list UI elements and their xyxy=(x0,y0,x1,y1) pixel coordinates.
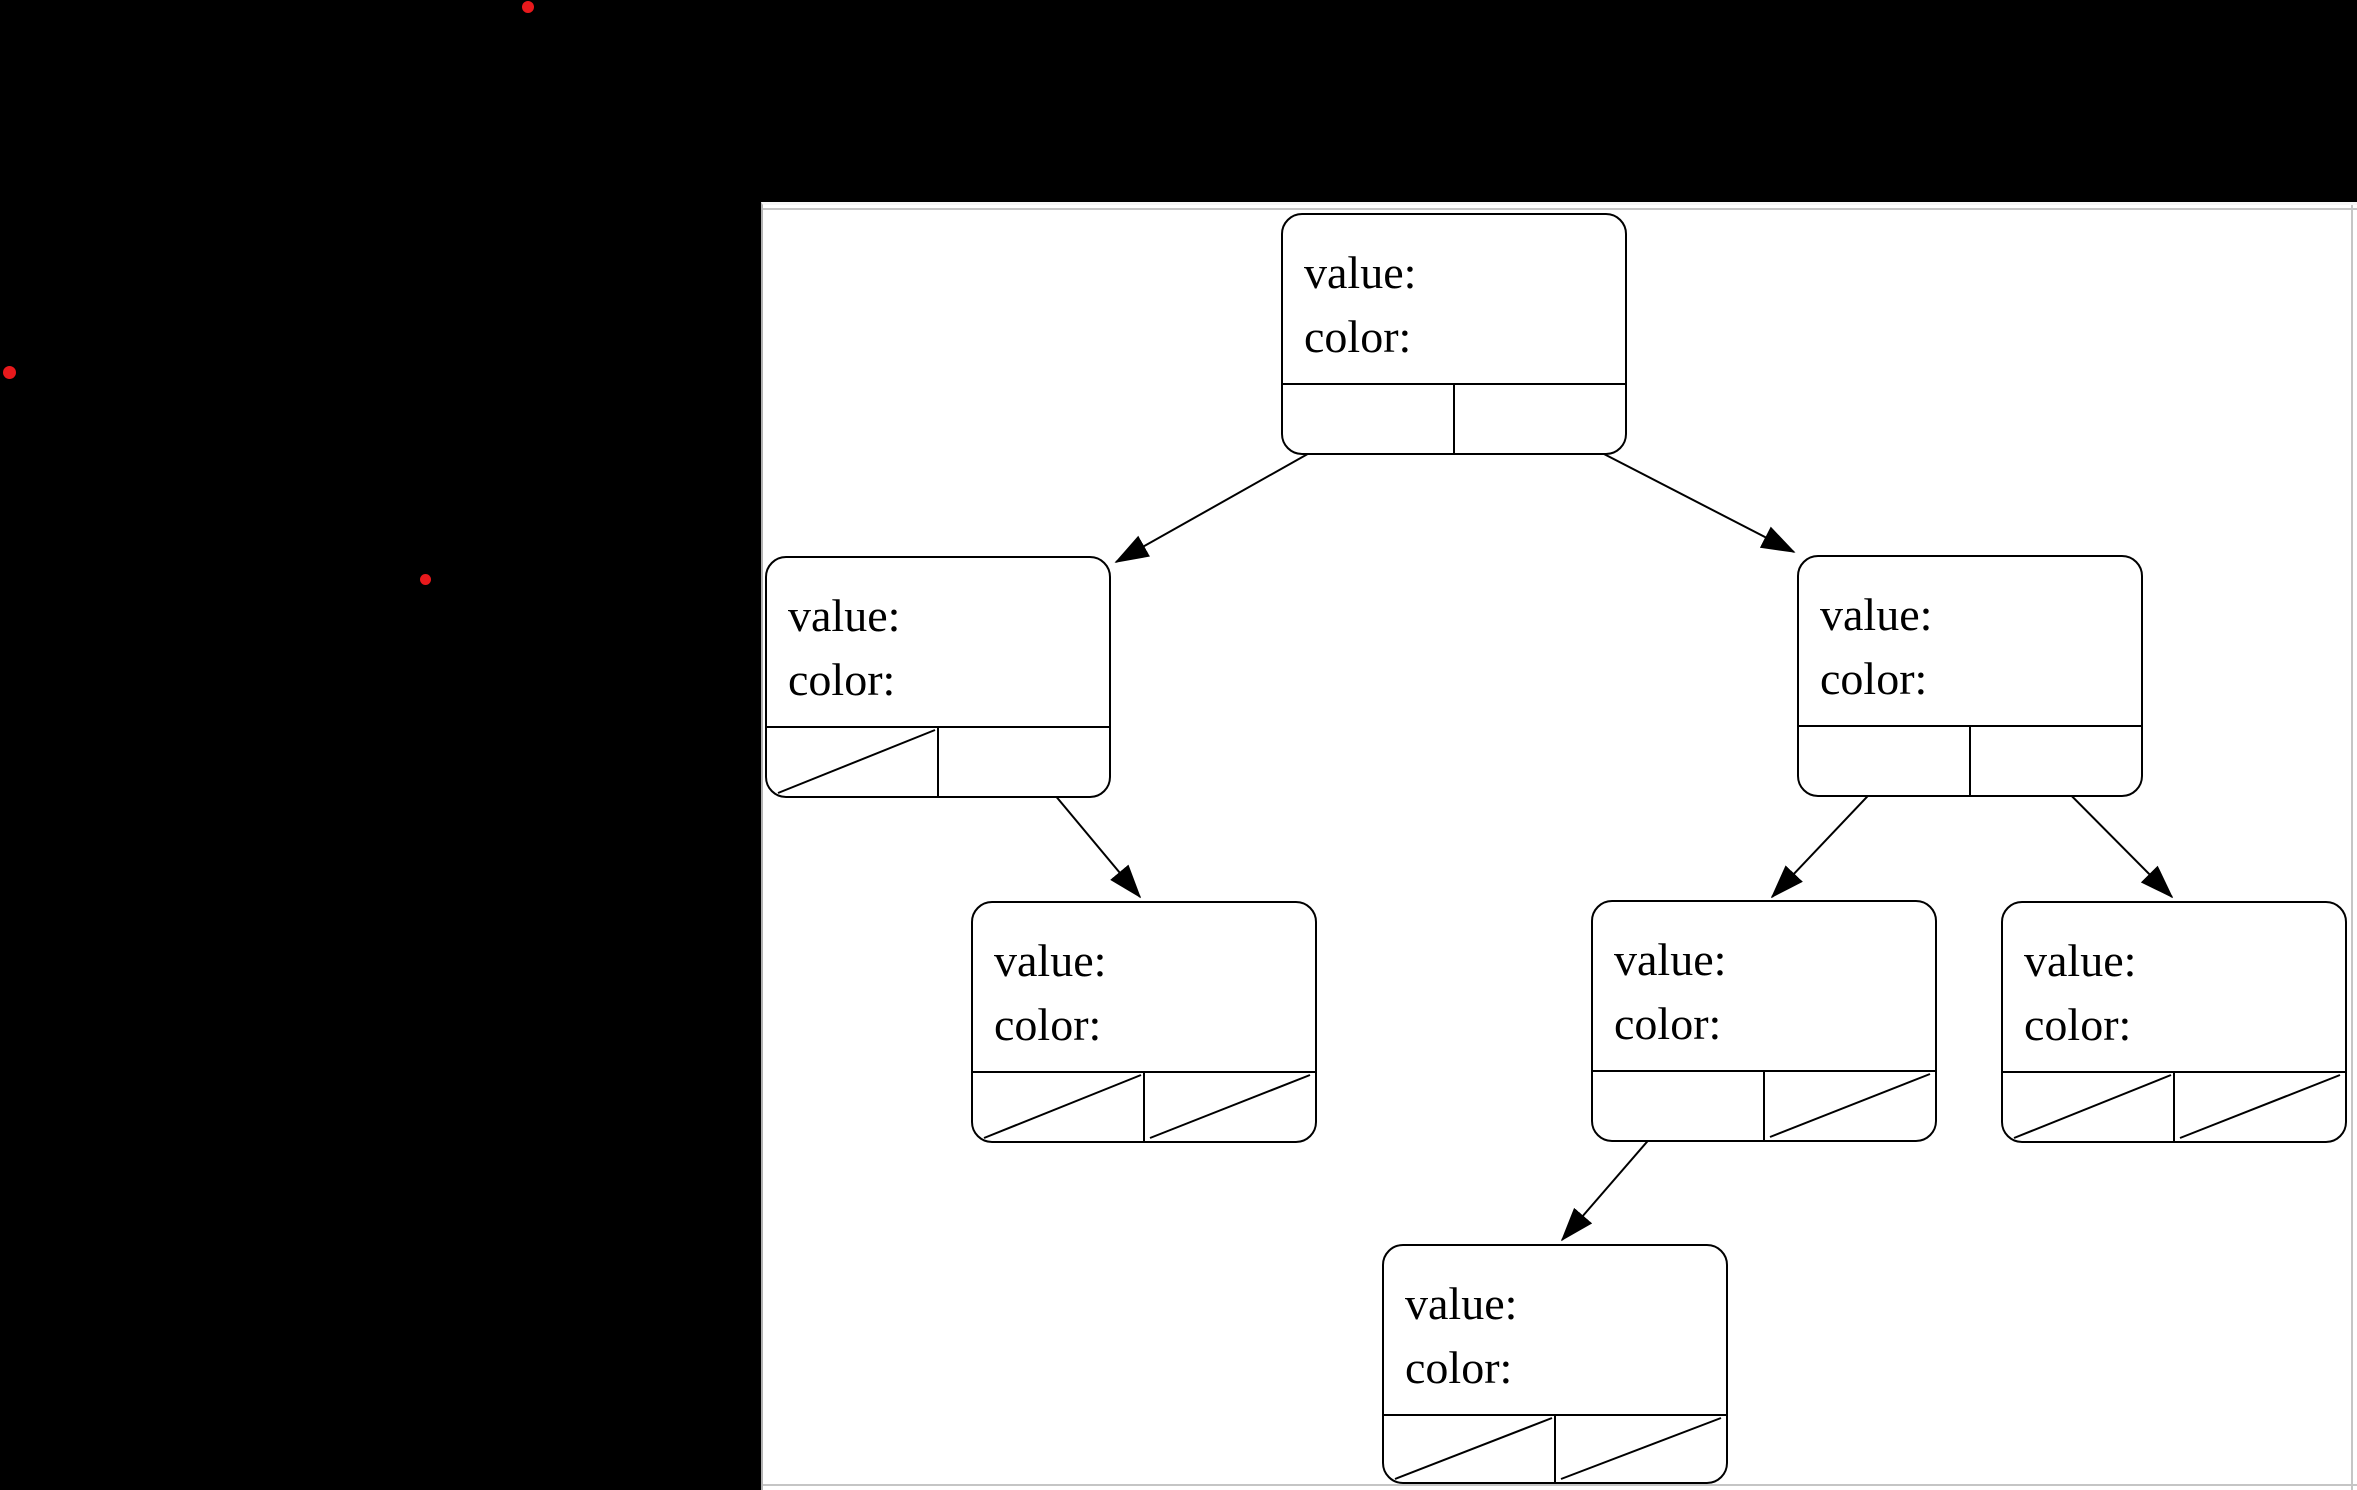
null-pointer-slash xyxy=(1149,1074,1311,1139)
node-value-label: value: xyxy=(1614,934,1726,985)
red-pointer-dot xyxy=(420,574,431,585)
node-color-label: color: xyxy=(788,654,895,705)
null-pointer-slash xyxy=(1394,1417,1553,1480)
node-value-label: value: xyxy=(1405,1278,1517,1329)
node-color-label: color: xyxy=(1614,998,1721,1049)
red-pointer-dot xyxy=(3,366,16,379)
node-value-label: value: xyxy=(1820,589,1932,640)
tree-node-root-right-left: value: color: xyxy=(1591,900,1937,1142)
node-value-label: value: xyxy=(994,935,1106,986)
null-pointer-slash xyxy=(1769,1073,1931,1138)
page-border-top xyxy=(763,208,2357,210)
page-border-bottom xyxy=(763,1484,2357,1486)
null-pointer-slash xyxy=(983,1074,1142,1139)
null-pointer-slash xyxy=(777,729,936,794)
node-color-label: color: xyxy=(1304,311,1411,362)
page-border-right xyxy=(2351,205,2353,1490)
tree-node-root-right-right: value: color: xyxy=(2001,901,2347,1143)
node-value-label: value: xyxy=(2024,935,2136,986)
node-color-label: color: xyxy=(1405,1342,1512,1393)
tree-node-root: value: color: xyxy=(1281,213,1627,455)
null-pointer-slash xyxy=(2013,1074,2172,1139)
null-pointer-slash xyxy=(1560,1417,1722,1480)
tree-node-root-left: value: color: xyxy=(765,556,1111,798)
red-pointer-dot xyxy=(522,1,534,13)
node-color-label: color: xyxy=(2024,999,2131,1050)
node-color-label: color: xyxy=(1820,653,1927,704)
tree-node-root-right-left-left: value: color: xyxy=(1382,1244,1728,1484)
node-value-label: value: xyxy=(788,590,900,641)
tree-node-root-right: value: color: xyxy=(1797,555,2143,797)
null-pointer-slash xyxy=(2179,1074,2341,1139)
tree-node-root-left-right: value: color: xyxy=(971,901,1317,1143)
node-value-label: value: xyxy=(1304,247,1416,298)
node-color-label: color: xyxy=(994,999,1101,1050)
